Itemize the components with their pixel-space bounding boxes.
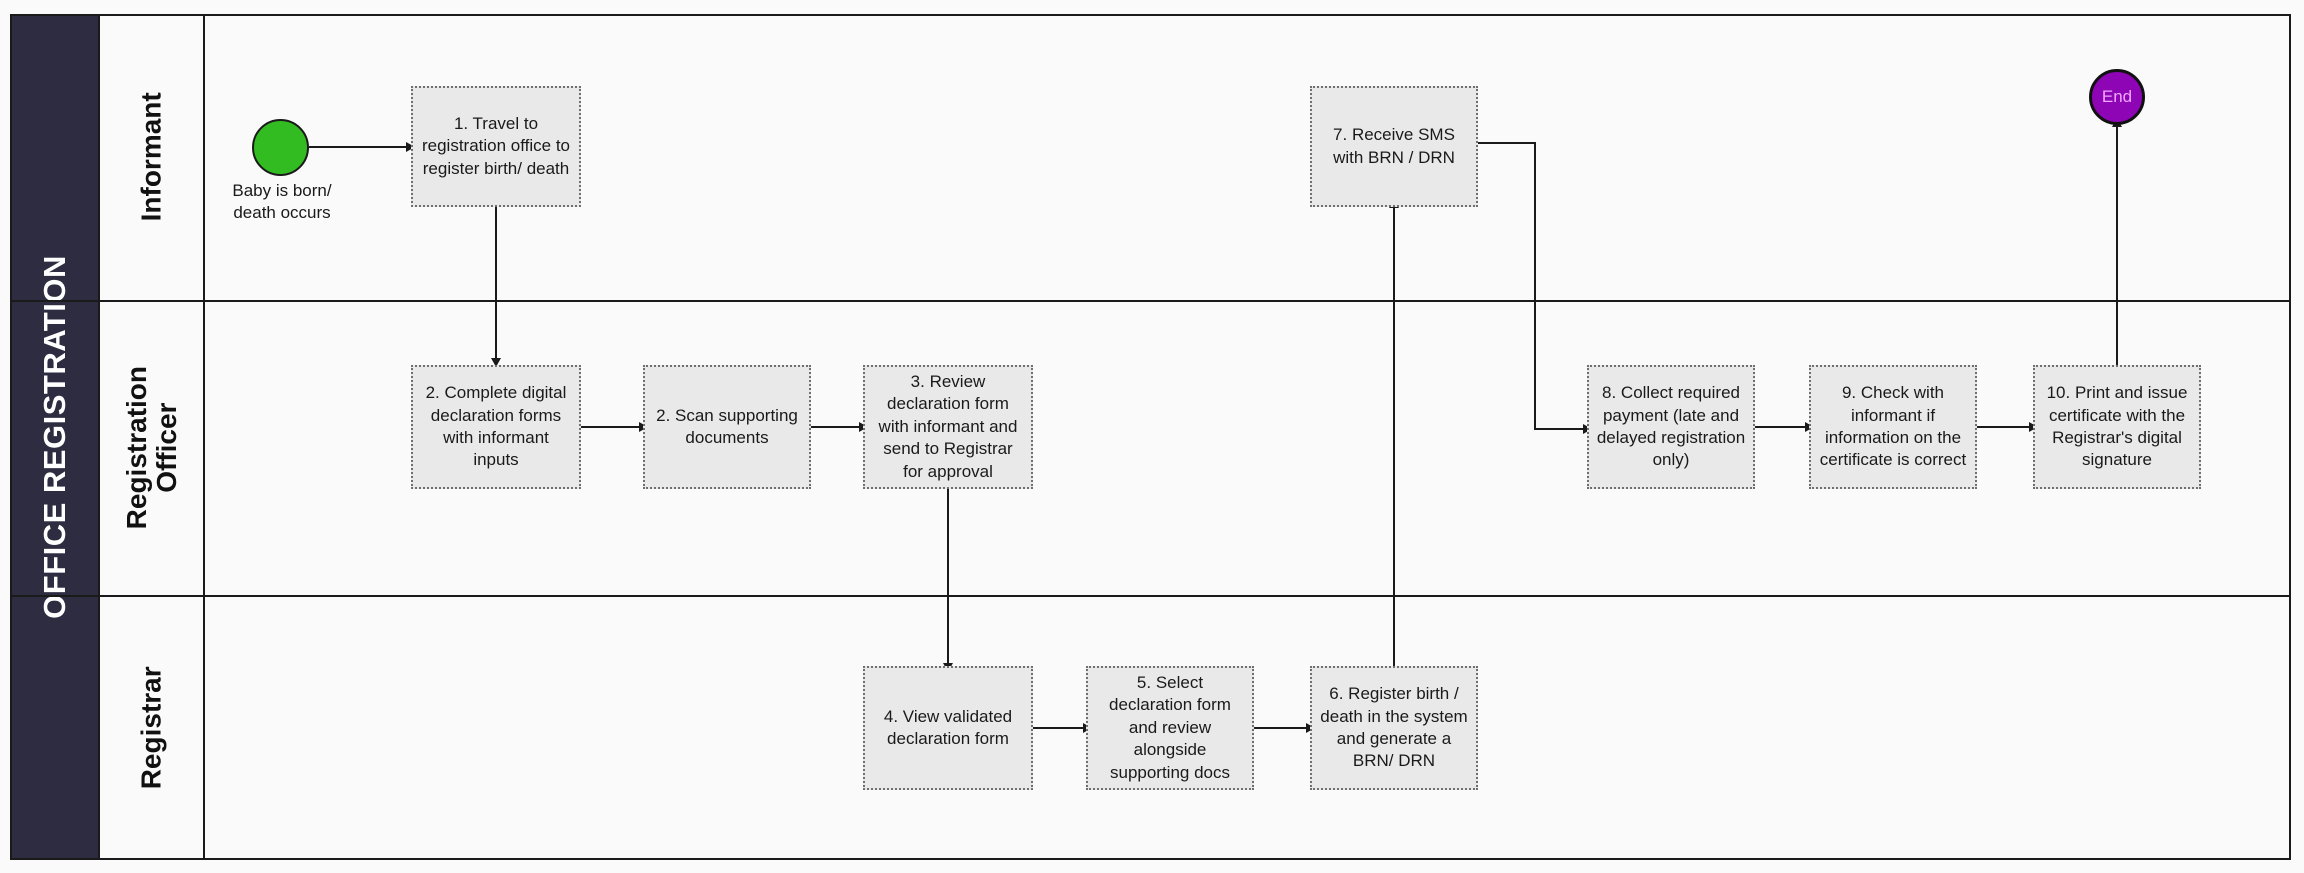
task-2[interactable]: 2. Complete digital declaration forms wi… bbox=[411, 365, 581, 489]
flow-task6-to-task7 bbox=[1393, 207, 1395, 666]
end-event-label: End bbox=[2101, 87, 2133, 106]
flow-task5-to-task6 bbox=[1254, 727, 1308, 729]
task-1[interactable]: 1. Travel to registration office to regi… bbox=[411, 86, 581, 207]
flow-start-to-task1-arrow bbox=[406, 142, 415, 152]
task-9[interactable]: 9. Check with informant if information o… bbox=[1809, 365, 1977, 489]
end-event[interactable]: End bbox=[2089, 69, 2145, 125]
task-2b[interactable]: 2. Scan supporting documents bbox=[643, 365, 811, 489]
lane-label-informant: Informant bbox=[100, 14, 205, 300]
lane-separator-1 bbox=[10, 300, 2291, 302]
flow-task7-to-task8-seg3 bbox=[1534, 428, 1585, 430]
task-10[interactable]: 10. Print and issue certificate with the… bbox=[2033, 365, 2201, 489]
task-4[interactable]: 4. View validated declaration form bbox=[863, 666, 1033, 790]
flow-task7-to-task8-seg2 bbox=[1534, 142, 1536, 430]
pool-title-text: OFFICE REGISTRATION bbox=[37, 255, 73, 619]
pool-title-bar: OFFICE REGISTRATION bbox=[10, 14, 100, 860]
lane-label-informant-line1: Informant bbox=[135, 92, 167, 222]
lane-label-registrar: Registrar bbox=[100, 595, 205, 860]
flow-task4-to-task5 bbox=[1033, 727, 1085, 729]
lane-label-registrar-line1: Registrar bbox=[135, 666, 167, 789]
lane-label-registration-officer-line2: Officer bbox=[150, 402, 182, 493]
task-8[interactable]: 8. Collect required payment (late and de… bbox=[1587, 365, 1755, 489]
start-event-caption: Baby is born/ death occurs bbox=[232, 181, 332, 223]
flow-task9-to-task10 bbox=[1977, 426, 2031, 428]
flow-task1-to-task2-arrow bbox=[491, 358, 501, 367]
flow-start-to-task1 bbox=[309, 146, 408, 148]
task-3[interactable]: 3. Review declaration form with informan… bbox=[863, 365, 1033, 489]
task-7[interactable]: 7. Receive SMS with BRN / DRN bbox=[1310, 86, 1478, 207]
start-event[interactable] bbox=[252, 119, 309, 176]
flow-task2b-to-task3 bbox=[811, 426, 861, 428]
lane-label-registration-officer: Registration Officer bbox=[100, 300, 205, 595]
task-6[interactable]: 6. Register birth / death in the system … bbox=[1310, 666, 1478, 790]
flow-task1-to-task2 bbox=[495, 207, 497, 360]
lane-label-registration-officer-line1: Registration bbox=[120, 365, 152, 530]
flow-task3-to-task4 bbox=[947, 489, 949, 665]
flow-task10-to-end bbox=[2116, 126, 2118, 365]
lane-separator-2 bbox=[10, 595, 2291, 597]
task-5[interactable]: 5. Select declaration form and review al… bbox=[1086, 666, 1254, 790]
flow-task7-to-task8-seg1 bbox=[1478, 142, 1536, 144]
flow-task2-to-task2b bbox=[581, 426, 641, 428]
flow-task8-to-task9 bbox=[1755, 426, 1807, 428]
